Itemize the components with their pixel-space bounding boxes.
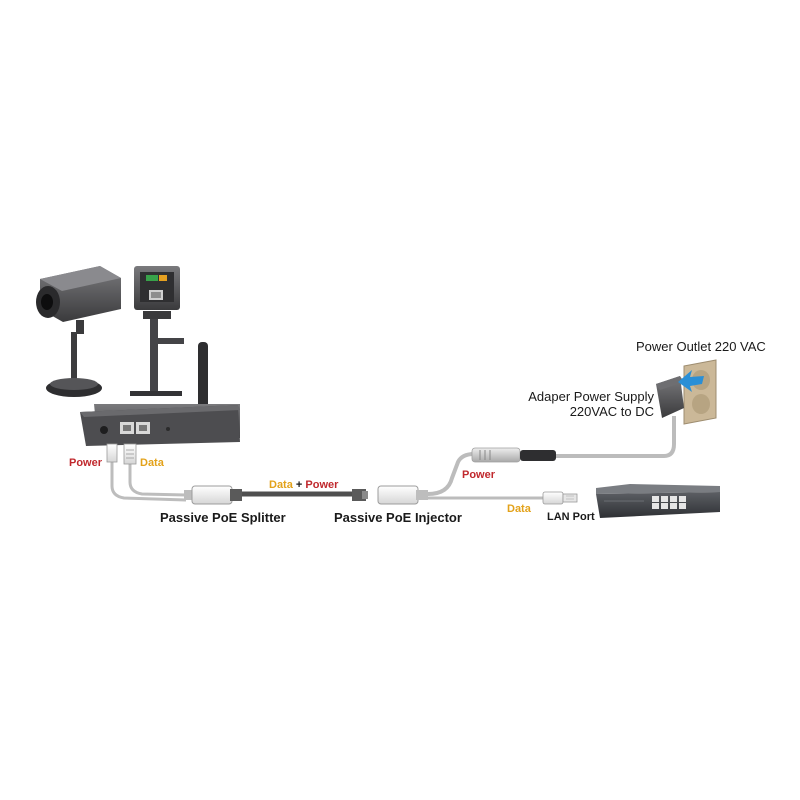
cables [110, 416, 676, 502]
data-power-label: Data + Power [269, 479, 338, 491]
router-connectors [106, 443, 137, 465]
ip-camera-icon [36, 266, 121, 397]
injector-label: Passive PoE Injector [334, 510, 462, 525]
dc-connector-icon [471, 447, 556, 463]
wall-outlet-icon [683, 359, 717, 425]
splitter-label: Passive PoE Splitter [160, 510, 286, 525]
lan-plug-icon [542, 491, 578, 505]
power-label-left: Power [69, 457, 103, 469]
power-combined-text: Power [305, 479, 339, 491]
data-label-left: Data [140, 457, 164, 469]
poe-injector-icon [352, 485, 428, 505]
lan-port-label: LAN Port [547, 511, 595, 523]
adapter-label-line1: Adaper Power Supply [528, 389, 654, 404]
adapter-label-line2: 220VAC to DC [569, 404, 654, 419]
adapter-label: Adaper Power Supply 220VAC to DC [528, 389, 654, 419]
power-outlet-label: Power Outlet 220 VAC [636, 339, 766, 354]
wireless-router-icon [80, 342, 240, 446]
power-adapter-icon [656, 370, 704, 418]
poe-splitter-icon [184, 485, 242, 505]
camera-back-icon [130, 266, 184, 396]
network-switch-icon [596, 484, 720, 518]
data-combined-text: Data [269, 479, 293, 491]
power-label-right: Power [462, 469, 496, 481]
plus-text: + [295, 479, 303, 491]
data-label-right: Data [507, 503, 531, 515]
